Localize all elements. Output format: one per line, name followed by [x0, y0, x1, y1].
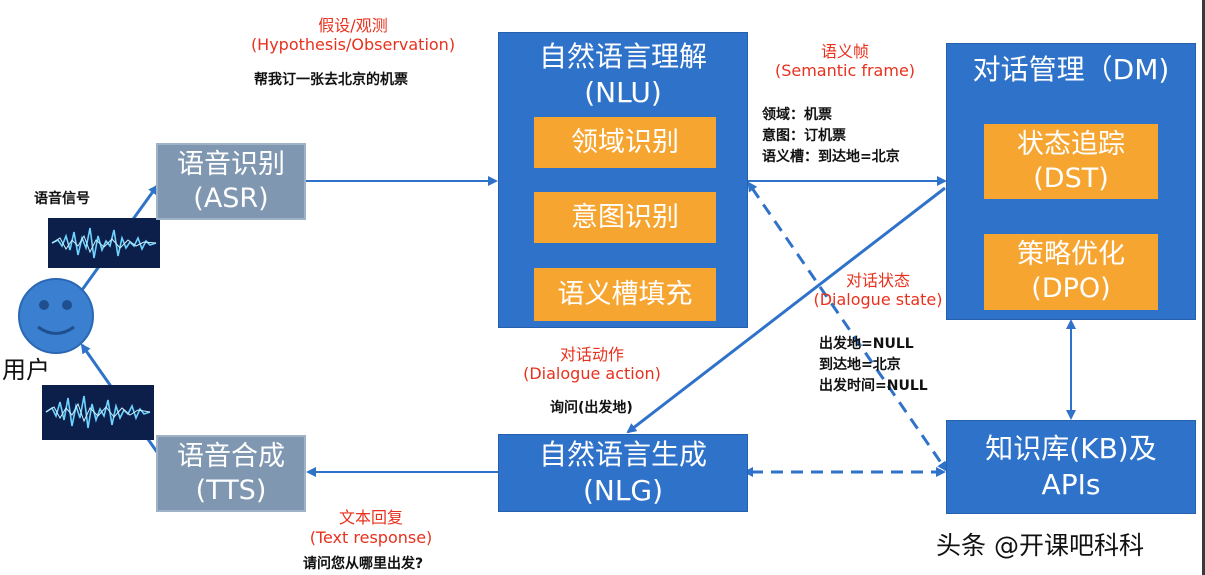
hypothesis-example: 帮我订一张去北京的机票 [254, 72, 408, 88]
nlu-domain-step: 领域识别 [534, 117, 716, 168]
waveform-bottom-icon [42, 385, 154, 440]
domain-step-label: 领域识别 [571, 126, 679, 158]
action-example: 询问(出发地) [550, 400, 633, 416]
waveform-top-icon [48, 218, 160, 268]
dm-dst-step: 状态追踪 (DST) [984, 124, 1158, 199]
watermark: 头条 @开课吧科科 [936, 531, 1144, 560]
dm-title: 对话管理（DM) [972, 53, 1170, 86]
response-zh: 文本回复 [338, 508, 403, 527]
semantic-domain: 领域：机票 [762, 107, 832, 123]
intent-step-label: 意图识别 [571, 201, 679, 233]
nlu-title: 自然语言理解 [538, 40, 707, 73]
action-en: (Dialogue action) [523, 364, 661, 383]
hypothesis-en: (Hypothesis/Observation) [250, 35, 456, 54]
nlg-abbr: (NLG) [582, 474, 664, 507]
response-example: 请问您从哪里出发? [303, 556, 424, 572]
dst-abbr: (DST) [1033, 162, 1109, 194]
dst-label: 状态追踪 [1017, 128, 1125, 160]
kb-sub: APIs [1041, 468, 1101, 501]
dm-dpo-step: 策略优化 (DPO) [984, 234, 1158, 310]
action-zh: 对话动作 [559, 345, 624, 364]
state-en: (Dialogue state) [813, 290, 943, 309]
nlu-abbr: (NLU) [584, 76, 662, 109]
nlu-intent-step: 意图识别 [534, 192, 716, 243]
user-label: 用户 [2, 356, 50, 384]
state-arrival: 到达地=北京 [819, 357, 901, 373]
nlu-slot-step: 语义槽填充 [534, 268, 716, 321]
asr-abbr: (ASR) [193, 182, 269, 214]
slot-step-label: 语义槽填充 [557, 278, 693, 310]
window-edge [1202, 0, 1205, 575]
semantic-slot: 语义槽：到达地=北京 [762, 149, 900, 165]
state-departure: 出发地=NULL [819, 336, 914, 352]
user-face-icon [18, 278, 94, 354]
dpo-abbr: (DPO) [1031, 273, 1111, 304]
asr-box: 语音识别 (ASR) [156, 143, 306, 220]
tts-abbr: (TTS) [195, 474, 267, 506]
semantic-en: (Semantic frame) [774, 61, 916, 80]
kb-title: 知识库(KB)及 [985, 432, 1157, 465]
arrow-nlu-kb-dashed [747, 181, 948, 472]
tts-title: 语音合成 [177, 440, 285, 472]
signal-label: 语音信号 [34, 191, 90, 207]
state-zh: 对话状态 [845, 271, 910, 290]
dpo-label: 策略优化 [1017, 239, 1125, 270]
kb-box: 知识库(KB)及 APIs [946, 420, 1196, 514]
hypothesis-zh: 假设/观测 [318, 16, 388, 35]
nlg-title: 自然语言生成 [538, 438, 707, 471]
nlg-box: 自然语言生成 (NLG) [498, 434, 748, 512]
semantic-intent: 意图：订机票 [762, 128, 846, 144]
response-en: (Text response) [309, 528, 433, 547]
semantic-zh: 语义帧 [820, 42, 869, 61]
asr-title: 语音识别 [177, 148, 285, 180]
state-time: 出发时间=NULL [819, 378, 928, 394]
tts-box: 语音合成 (TTS) [156, 435, 306, 512]
